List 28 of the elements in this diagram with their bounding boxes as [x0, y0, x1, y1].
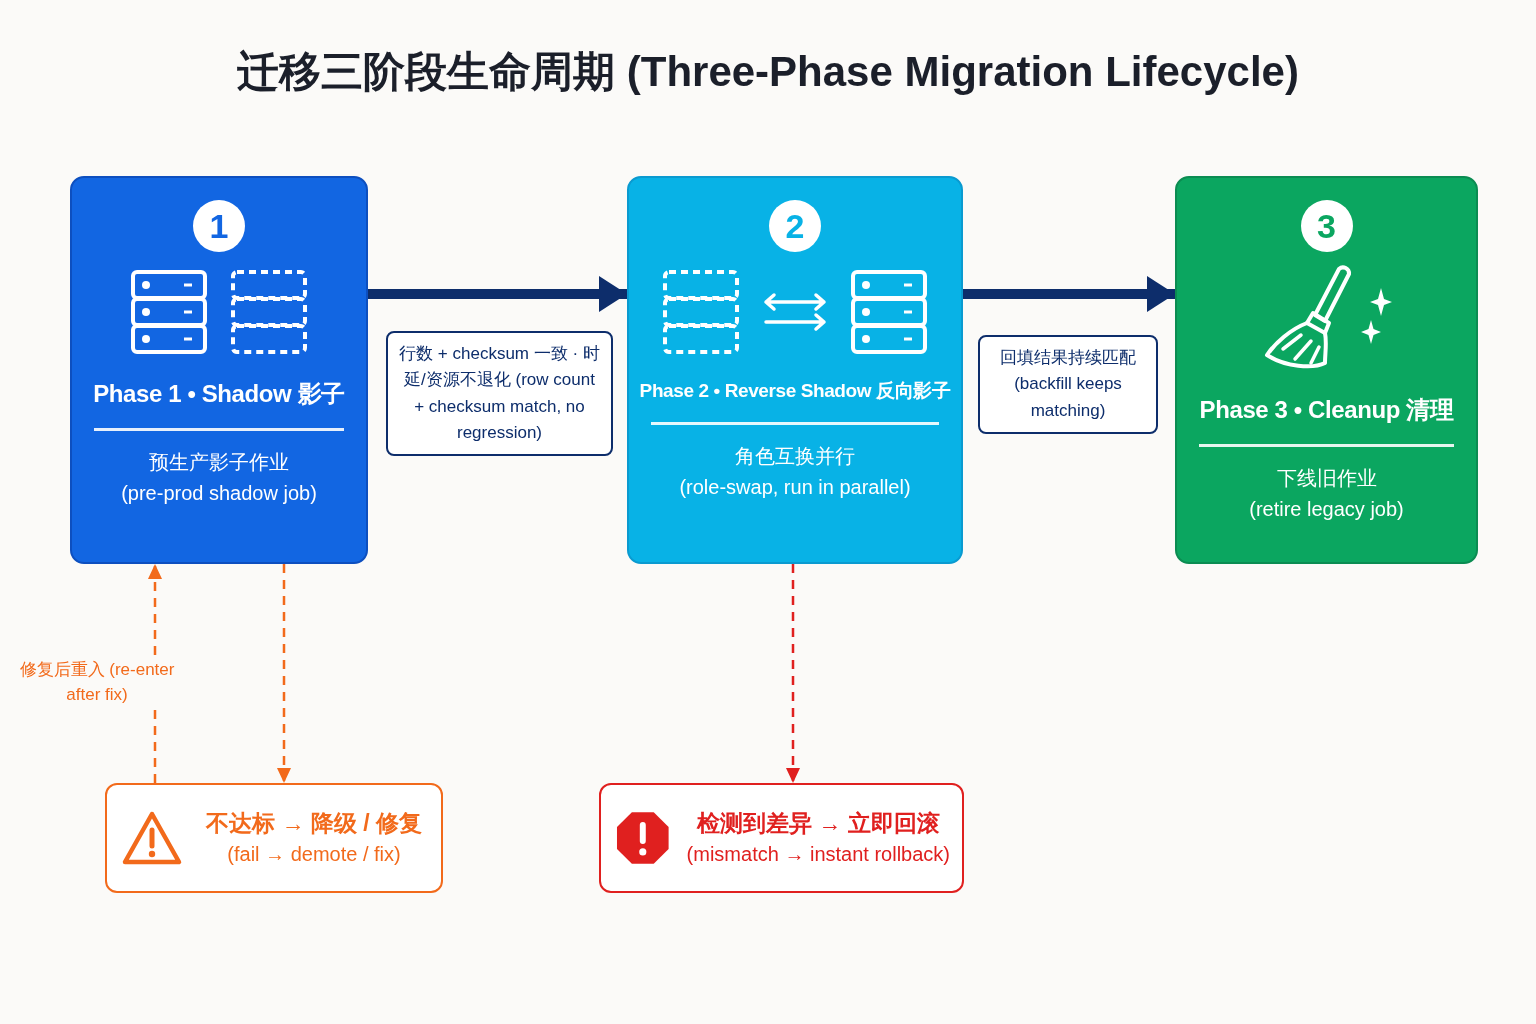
step-number: 3 — [1300, 200, 1353, 252]
phase-subtitle: 角色互换并行 — [735, 444, 855, 469]
phase-card — [70, 176, 368, 564]
alert-box — [105, 783, 443, 893]
phase-description: (retire legacy job) — [1249, 497, 1404, 522]
edge-label: 回填结果持续匹配 (backfill keeps matching) — [978, 335, 1158, 435]
alert-box — [599, 783, 964, 893]
phase-description: (role-swap, run in parallel) — [679, 475, 911, 500]
arrow — [277, 564, 291, 783]
phase-title: Phase 3 • Cleanup 清理 — [1199, 395, 1454, 425]
phase-title: Phase 2 • Reverse Shadow 反向影子 — [639, 379, 951, 403]
arrow — [963, 276, 1175, 312]
phase-card — [627, 176, 963, 564]
phase-subtitle: 下线旧作业 — [1276, 466, 1377, 491]
alert-title: 检测到差异 → 立即回滚 — [696, 808, 940, 838]
edge-label: 行数 + checksum 一致 · 时延/资源不退化 (row count + checksum match, no regression) — [386, 331, 613, 457]
arrow — [786, 564, 800, 783]
diagram-title: 迁移三阶段生命周期 (Three-Phase Migration Lifecycle) — [237, 47, 1299, 97]
step-number: 2 — [769, 200, 821, 252]
alert-description: (mismatch → instant rollback) — [686, 842, 950, 868]
alert-description: (fail → demote / fix) — [227, 842, 401, 868]
step-number: 1 — [193, 200, 245, 252]
phase-card — [1175, 176, 1478, 564]
arrow — [368, 276, 627, 312]
phase-description: (pre-prod shadow job) — [121, 481, 317, 506]
phase-title: Phase 1 • Shadow 影子 — [93, 379, 345, 409]
phase-subtitle: 预生产影子作业 — [149, 450, 289, 475]
alert-title: 不达标 → 降级 / 修复 — [206, 808, 422, 838]
